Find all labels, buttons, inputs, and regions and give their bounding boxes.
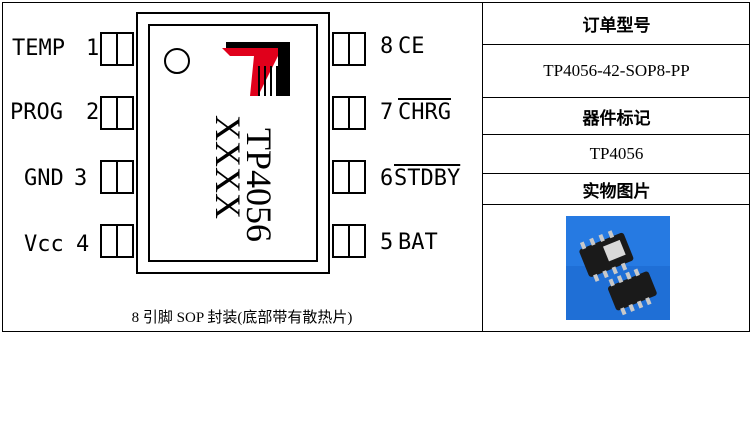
pin-1-number: 1 <box>86 36 100 61</box>
logo-black-stem <box>278 42 290 96</box>
package-body-inner <box>148 24 318 262</box>
manufacturer-logo <box>222 42 290 96</box>
pin-3-pad <box>100 160 134 194</box>
chip-marking-code: XXXX <box>208 115 248 219</box>
order-model-value: TP4056-42-SOP8-PP <box>543 61 690 80</box>
photo-header: 实物图片 <box>582 181 651 202</box>
pin-8-label: CE <box>398 34 425 59</box>
row-line <box>482 173 750 174</box>
pin-7-number: 7 <box>380 100 394 125</box>
row-line <box>482 44 750 45</box>
device-marking-value: TP4056 <box>589 144 644 163</box>
pin-1-pad <box>100 32 134 66</box>
package-caption: 8 引脚 SOP 封装(底部带有散热片) <box>131 310 353 326</box>
device-marking-header: 器件标记 <box>582 108 651 129</box>
pin-6-pad <box>332 160 366 194</box>
pin-1-label: TEMP <box>12 36 65 61</box>
pin-8-number: 8 <box>380 34 394 59</box>
column-divider <box>482 2 483 332</box>
pin-7-label: CHRG <box>398 100 451 125</box>
pin-3-label: GND <box>24 166 64 191</box>
logo-black-bar <box>226 42 290 48</box>
product-photo <box>566 216 670 320</box>
row-line <box>482 204 750 205</box>
pin-7-pad <box>332 96 366 130</box>
table-frame <box>2 2 750 332</box>
pin-5-number: 5 <box>380 230 394 255</box>
logo-red-wedge <box>222 48 282 96</box>
pin-6-number: 6 <box>380 166 394 191</box>
pin-4-number: 4 <box>76 232 90 257</box>
row-line <box>482 134 750 135</box>
order-model-header: 订单型号 <box>582 15 651 36</box>
row-line <box>482 97 750 98</box>
pin-2-number: 2 <box>86 100 100 125</box>
pin-3-number: 3 <box>74 166 88 191</box>
pin-6-label: STDBY <box>394 166 461 191</box>
pin-8-pad <box>332 32 366 66</box>
pin-5-label: BAT <box>398 230 438 255</box>
pin-2-pad <box>100 96 134 130</box>
pin-4-pad <box>100 224 134 258</box>
pin-4-label: Vcc <box>24 232 64 257</box>
pin1-dot <box>164 48 190 74</box>
pin-2-label: PROG <box>10 100 63 125</box>
pin-5-pad <box>332 224 366 258</box>
